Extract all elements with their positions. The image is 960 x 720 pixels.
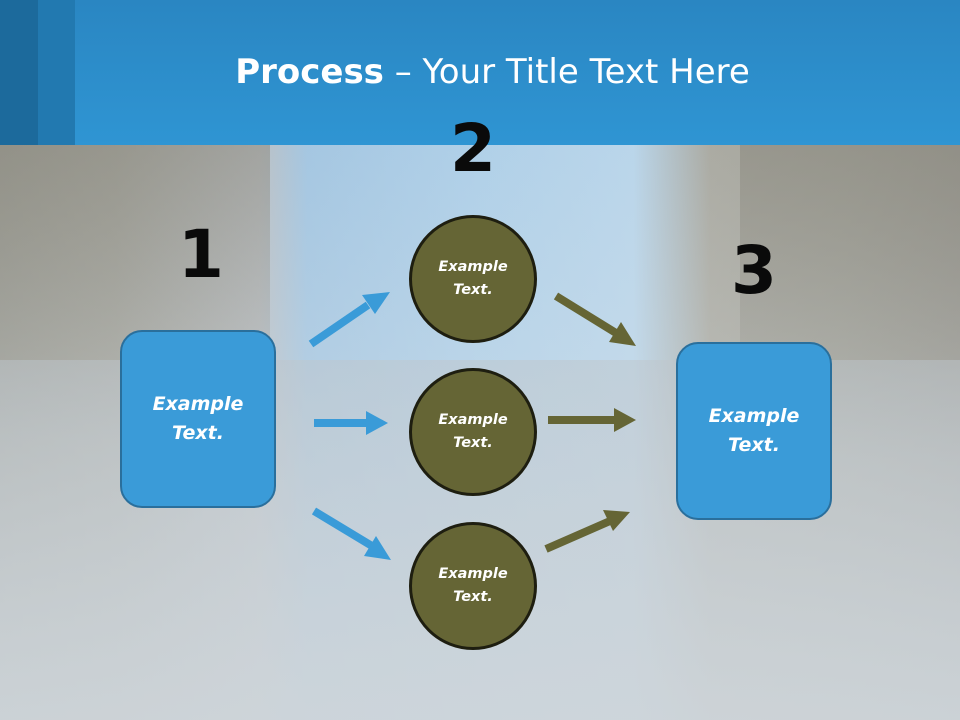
title-bar: Process – Your Title Text Here bbox=[0, 0, 960, 145]
title-rest: – Your Title Text Here bbox=[383, 52, 750, 92]
step-2-circle-bottom[interactable]: Example Text. bbox=[409, 522, 537, 650]
step-3-box[interactable]: Example Text. bbox=[676, 342, 832, 520]
title-bold: Process bbox=[235, 52, 384, 92]
arrow-box1-to-circle1[interactable] bbox=[308, 292, 390, 348]
arrow-box1-to-circle3[interactable] bbox=[311, 507, 391, 560]
step-number-1: 1 bbox=[178, 216, 224, 293]
arrow-circle1-to-box3[interactable] bbox=[553, 292, 636, 346]
header-accent-band bbox=[38, 0, 75, 145]
arrow-box1-to-circle2[interactable] bbox=[314, 411, 388, 435]
step-1-label: Example Text. bbox=[152, 393, 244, 444]
arrow-circle2-to-box3[interactable] bbox=[548, 408, 636, 432]
arrow-circle3-to-box3[interactable] bbox=[544, 510, 630, 553]
circle-bottom-label: Example Text. bbox=[438, 566, 508, 605]
step-2-circle-top[interactable]: Example Text. bbox=[409, 215, 537, 343]
slide-title[interactable]: Process – Your Title Text Here bbox=[0, 52, 960, 92]
header-accent-band bbox=[0, 0, 38, 145]
circle-middle-label: Example Text. bbox=[438, 412, 508, 451]
step-1-box[interactable]: Example Text. bbox=[120, 330, 276, 508]
circle-top-label: Example Text. bbox=[438, 259, 508, 298]
step-number-2: 2 bbox=[450, 110, 496, 187]
step-3-label: Example Text. bbox=[708, 405, 800, 456]
step-number-3: 3 bbox=[731, 232, 777, 309]
step-2-circle-middle[interactable]: Example Text. bbox=[409, 368, 537, 496]
